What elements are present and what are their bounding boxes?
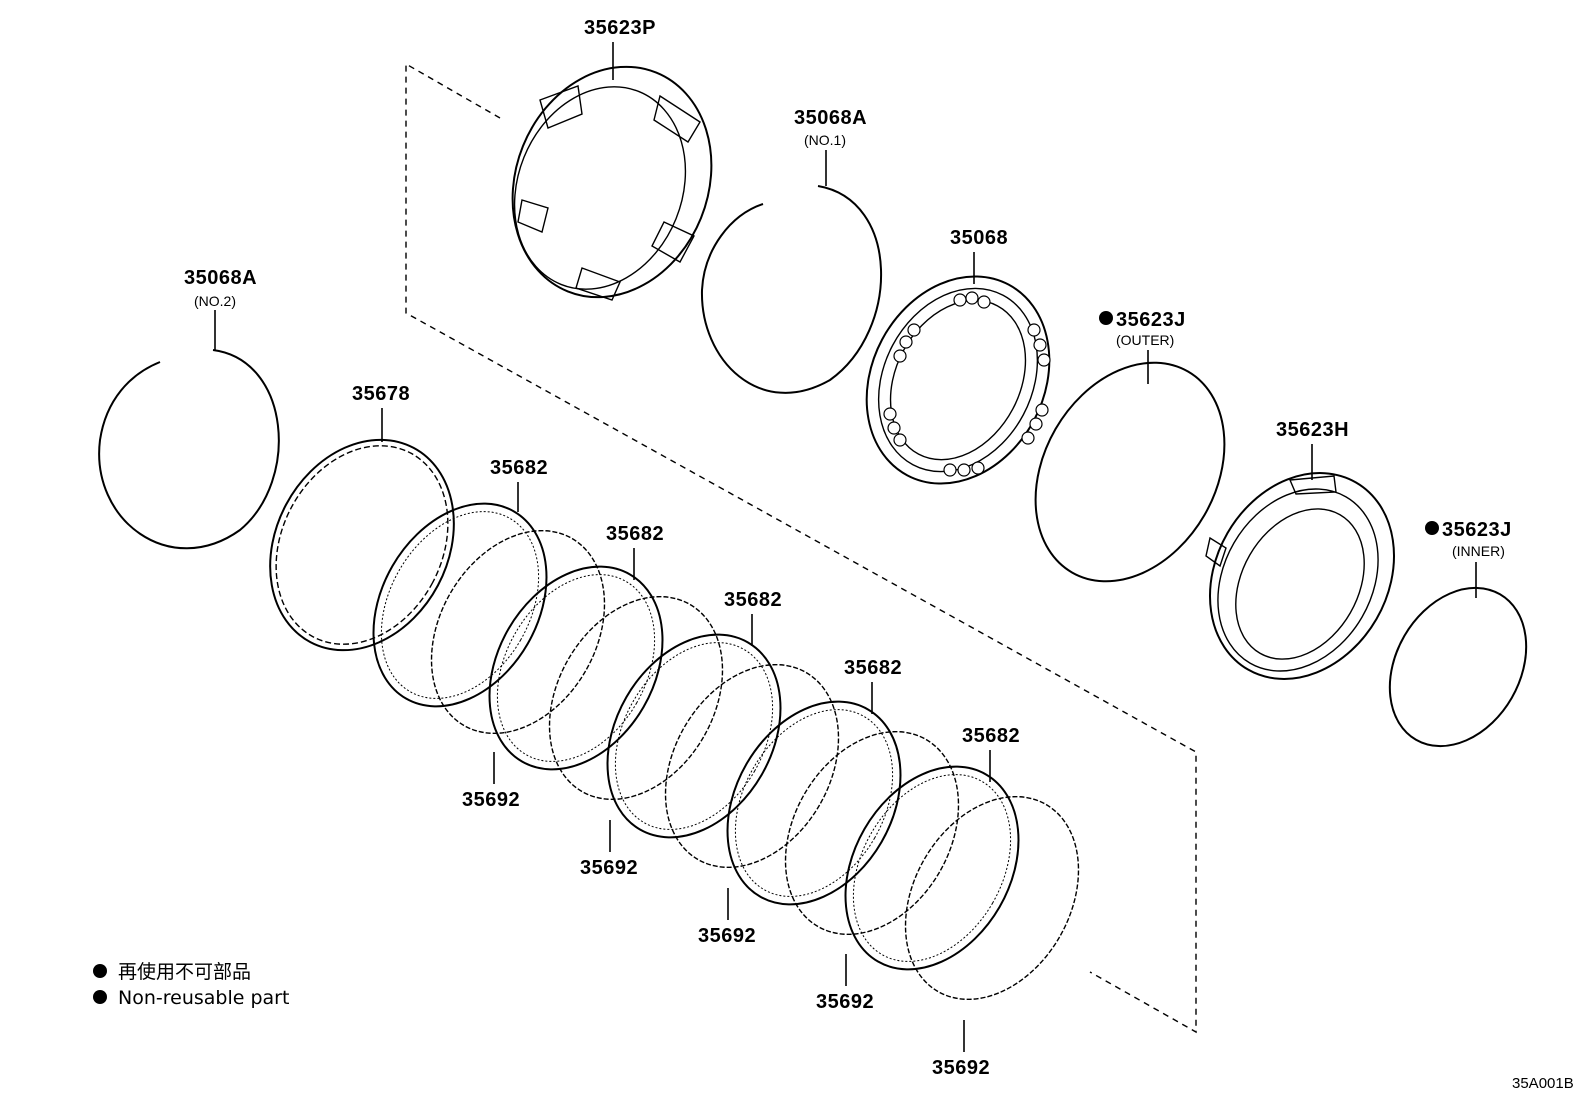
label-35678: 35678: [352, 383, 410, 405]
non-reusable-marker-inner: [1425, 521, 1439, 535]
assembly-boundary: [405, 62, 1197, 1034]
part-35068A-no1-snap-ring: [700, 185, 882, 394]
label-35623J-outer: 35623J: [1116, 309, 1186, 331]
legend-text-en: Non-reusable part: [118, 987, 289, 1009]
label-35623J-outer-sub: (OUTER): [1116, 332, 1174, 348]
part-35068-spring-retainer: [865, 275, 1051, 485]
non-reusable-marker-outer: [1099, 311, 1113, 325]
label-35682-2: 35682: [606, 523, 664, 545]
drawing-code: 35A001B: [1512, 1075, 1574, 1092]
label-35682-4: 35682: [844, 657, 902, 679]
clutch-pack: [372, 502, 1080, 1001]
label-35692-2: 35692: [580, 857, 638, 879]
label-35068A-no1: 35068A: [794, 107, 867, 129]
label-35068A-no2: 35068A: [184, 267, 257, 289]
label-35623J-inner-sub: (INNER): [1452, 543, 1505, 559]
label-35068A-no2-sub: (NO.2): [194, 293, 236, 309]
part-35623J-outer-o-ring: [1034, 361, 1226, 583]
label-35623P: 35623P: [584, 17, 656, 39]
label-35682-5: 35682: [962, 725, 1020, 747]
part-35623J-inner-o-ring: [1388, 586, 1528, 748]
label-35682-1: 35682: [490, 457, 548, 479]
part-35623P-drum: [511, 65, 713, 301]
part-35068A-no2-snap-ring: [98, 349, 280, 550]
legend-bullet-1: [93, 964, 107, 978]
legend-bullet-2: [93, 990, 107, 1004]
label-35068A-no1-sub: (NO.1): [804, 132, 846, 148]
legend-text-ja: 再使用不可部品: [118, 961, 251, 983]
label-35682-3: 35682: [724, 589, 782, 611]
label-35068: 35068: [950, 227, 1008, 249]
part-35623H-piston: [1205, 472, 1395, 680]
label-35692-3: 35692: [698, 925, 756, 947]
label-35623J-inner: 35623J: [1442, 519, 1512, 541]
label-35623H: 35623H: [1276, 419, 1349, 441]
label-35692-5: 35692: [932, 1057, 990, 1079]
label-35692-1: 35692: [462, 789, 520, 811]
label-35692-4: 35692: [816, 991, 874, 1013]
part-35678-flange-plate: [269, 438, 455, 652]
